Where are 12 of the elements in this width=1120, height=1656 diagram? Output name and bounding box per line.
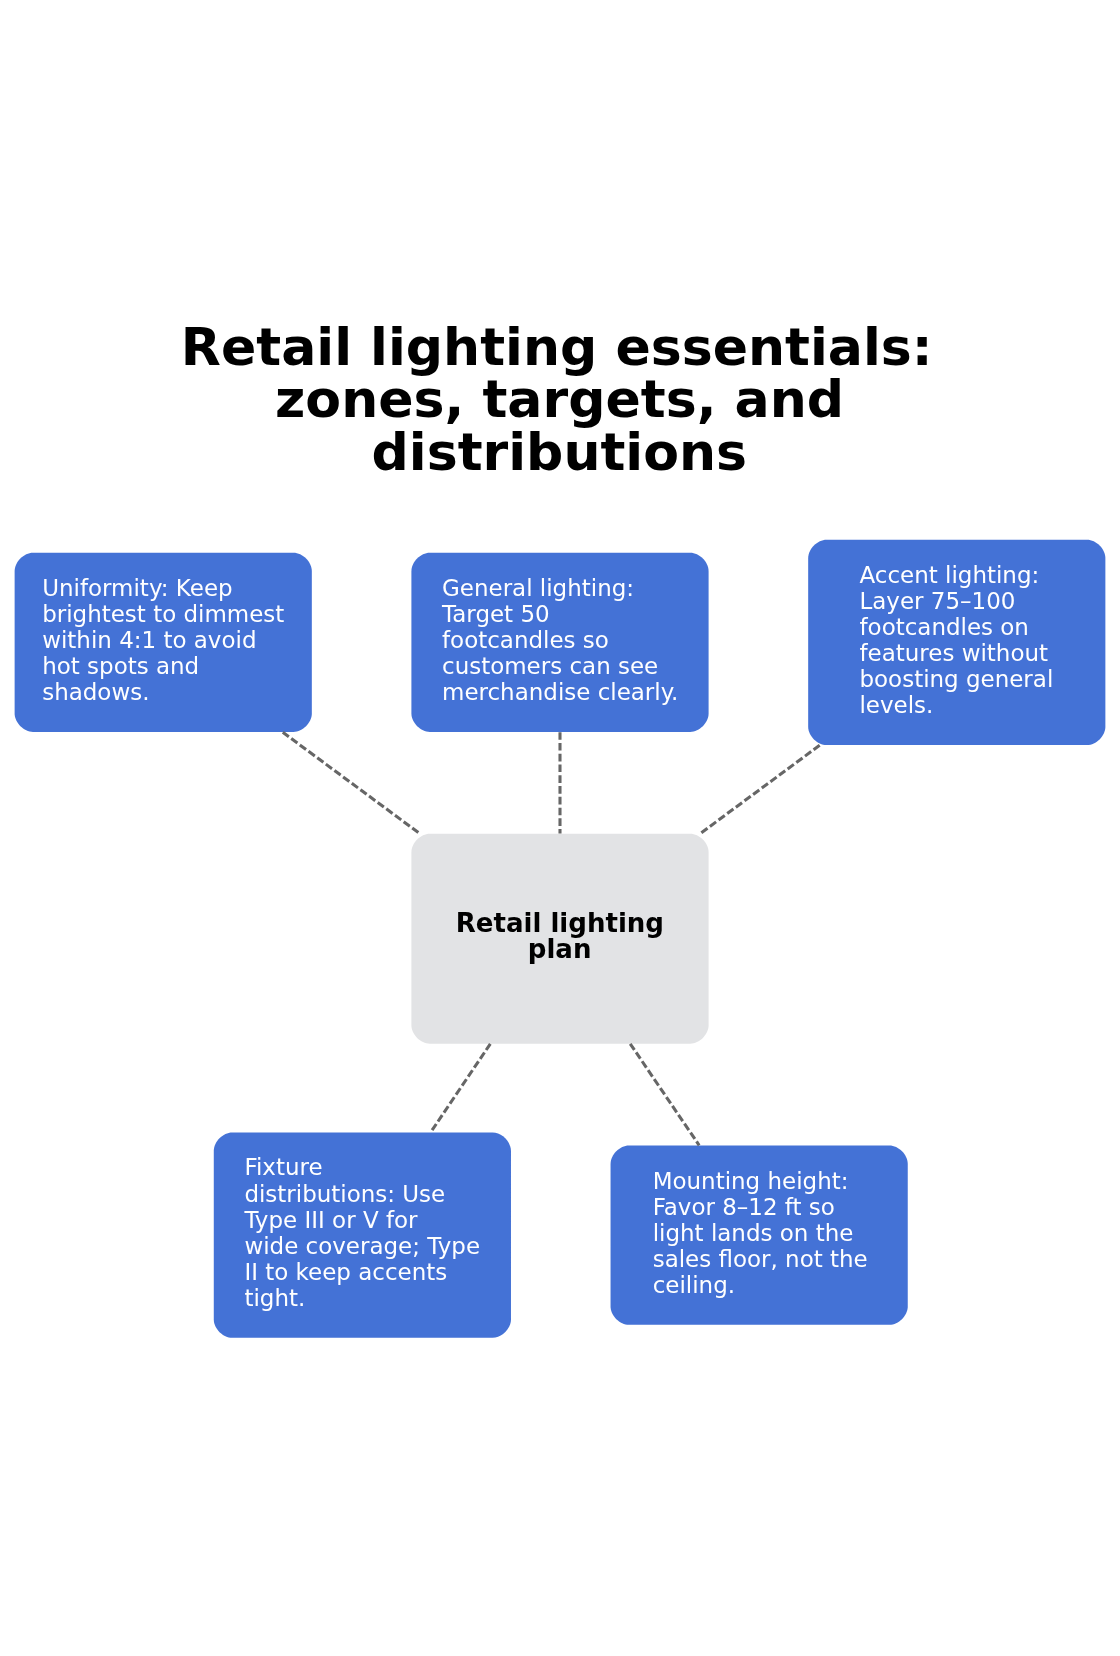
node-box: Fixture distributions: Use Type III or V for wide coverage; Type II to keep accents tight. bbox=[213, 1132, 511, 1338]
node-box: Uniformity: Keep brightest to dimmest within 4:1 to avoid hot spots and shadows. bbox=[14, 552, 312, 732]
node-box: Retail lighting plan bbox=[411, 833, 709, 1044]
node-box: Mounting height: Favor 8–12 ft so light lands on the sales floor, not the ceiling. bbox=[610, 1145, 908, 1325]
node-box: General lighting: Target 50 footcandles so customers can see merchandise clearly. bbox=[411, 552, 709, 732]
diagram-title: Retail lighting essentials: zones, targets, and distributions bbox=[180, 316, 933, 482]
connector bbox=[628, 1042, 701, 1146]
connector bbox=[699, 743, 821, 835]
connector bbox=[429, 1042, 492, 1133]
connector bbox=[281, 730, 421, 835]
connector bbox=[558, 731, 562, 834]
node-box: Accent lighting: Layer 75–100 footcandles on features without boosting general levels. bbox=[808, 539, 1106, 745]
